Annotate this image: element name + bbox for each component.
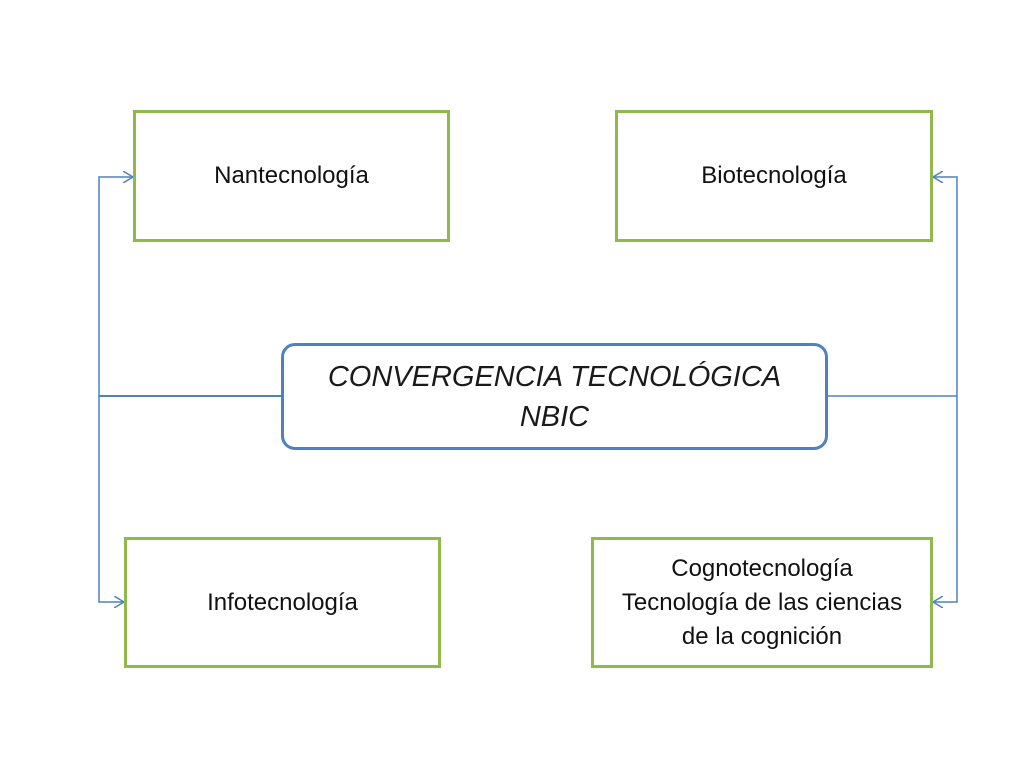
biotecnologia-box: Biotecnología [615, 110, 933, 242]
cognotecnologia-line-3: de la cognición [681, 622, 843, 650]
center-title-line-1: CONVERGENCIA TECNOLÓGICA [327, 360, 782, 393]
center-title-line-2: NBIC [519, 400, 590, 433]
cognotecnologia-line-1: Cognotecnología [671, 554, 853, 582]
nantecnologia-box: Nantecnología [133, 110, 450, 242]
arrow-to-infotecnologia [98, 396, 124, 602]
cognotecnologia-line-2: Tecnología de las ciencias [621, 588, 903, 616]
infotecnologia-box: Infotecnología [124, 537, 441, 668]
biotecnologia-label: Biotecnología [701, 162, 847, 189]
nantecnologia-label: Nantecnología [214, 162, 369, 189]
arrow-to-biotecnologia [933, 177, 958, 396]
arrow-to-cognotecnologia [933, 396, 958, 602]
cognotecnologia-box: Cognotecnología Tecnología de las cienci… [591, 537, 933, 668]
infotecnologia-label: Infotecnología [207, 588, 358, 616]
convergencia-central-box: CONVERGENCIA TECNOLÓGICA NBIC [281, 343, 828, 450]
arrow-to-nantecnologia [98, 177, 133, 396]
